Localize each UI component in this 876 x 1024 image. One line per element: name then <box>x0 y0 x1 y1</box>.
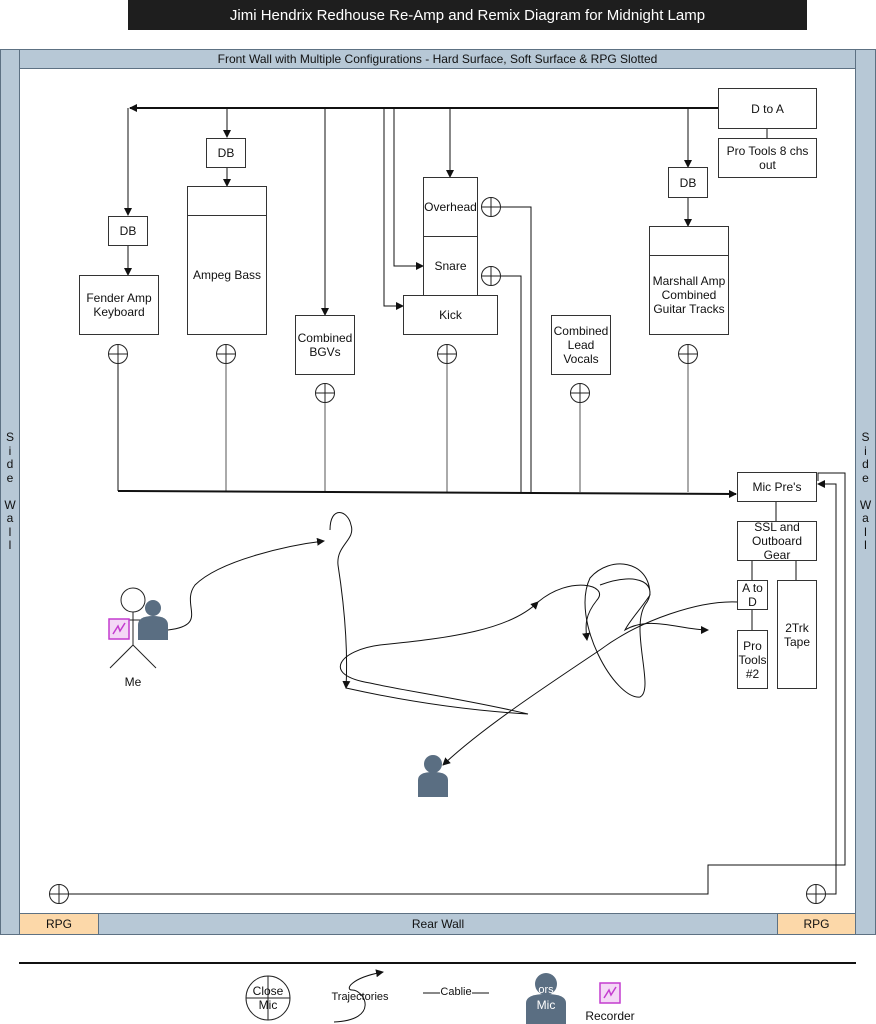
trajectory-path-2 <box>329 512 353 689</box>
close-mic-kick-icon <box>437 344 457 364</box>
mic-pres-box: Mic Pre's <box>737 472 817 502</box>
legend-recorder-icon <box>599 982 621 1004</box>
room-person-mic-icon <box>418 755 448 797</box>
ssl-outboard-box: SSL and Outboard Gear <box>737 520 817 562</box>
marshall-amp-box: Marshall Amp Combined Guitar Tracks <box>649 255 729 335</box>
legend-room-mic-label: Mic <box>536 998 556 1012</box>
db-bass-box: DB <box>206 138 246 168</box>
rear-left-cable <box>69 472 846 895</box>
side-wall-letter: l <box>864 538 867 553</box>
close-mic-bgvs-icon <box>315 383 335 403</box>
side-wall-letter: S <box>5 430 14 445</box>
close-mic-snare-icon <box>481 266 501 286</box>
snare-box: Snare <box>423 236 478 296</box>
line-to-kick <box>383 108 404 310</box>
trajectory-path-4 <box>537 584 600 641</box>
close-mic-fender-icon <box>108 344 128 364</box>
side-wall-letter: S <box>861 430 870 445</box>
side-wall-letter: i <box>864 443 867 458</box>
db-fender-box: DB <box>108 216 148 246</box>
side-wall-letter: W <box>4 497 16 512</box>
d-to-a-box: D to A <box>718 88 817 129</box>
pro-tools-out-box: Pro Tools 8 chs out <box>718 138 817 178</box>
trajectory-path-3 <box>339 601 539 715</box>
legend-cable-label: Cablie <box>440 986 472 998</box>
side-wall-letter: W <box>859 497 872 512</box>
trajectory-path-1 <box>167 537 325 631</box>
recorder-icon <box>108 618 130 640</box>
rear-right-cable <box>817 480 837 895</box>
close-mic-bass-icon <box>216 344 236 364</box>
person-mic-icon <box>138 600 168 640</box>
trajectory-path-5 <box>584 563 709 698</box>
legend-room-mic-overlay-label: ors <box>538 984 554 996</box>
legend-trajectories-label: Trajectories <box>331 991 389 1003</box>
legend-close-mic-icon <box>245 975 291 1021</box>
close-mic-overhead-icon <box>481 197 501 217</box>
me-label: Me <box>124 675 142 689</box>
front-wall: Front Wall with Multiple Configurations … <box>19 49 856 69</box>
side-wall-letter: l <box>8 538 12 553</box>
side-wall-letter: i <box>8 443 12 458</box>
two-track-tape-box: 2Trk Tape <box>777 580 817 689</box>
close-mic-vocals-icon <box>570 383 590 403</box>
side-wall-letter: a <box>6 511 14 526</box>
diagram-title: Jimi Hendrix Redhouse Re-Amp and Remix D… <box>128 0 807 30</box>
db-marshall-box: DB <box>668 167 708 198</box>
rpg-right: RPG <box>777 913 856 935</box>
ampeg-bass-box: Ampeg Bass <box>187 215 267 335</box>
mic-bus-line <box>117 489 737 498</box>
ampeg-top-box <box>187 186 267 216</box>
combined-bgvs-box: Combined BGVs <box>295 315 355 375</box>
side-wall-letter: e <box>862 470 869 485</box>
side-wall-letter: d <box>6 457 14 472</box>
trajectory-path-6 <box>442 601 739 766</box>
marshall-top-box <box>649 226 729 256</box>
combined-lead-vocals-box: Combined Lead Vocals <box>551 315 611 375</box>
side-wall-letter: d <box>862 457 869 472</box>
legend-close-mic-label: Close Mic <box>252 984 284 1012</box>
kick-box: Kick <box>403 295 498 335</box>
side-wall-letter: e <box>6 470 14 485</box>
legend-room-mic-icon <box>526 973 566 1024</box>
room-mic-rear-right-icon <box>806 884 826 904</box>
overhead-box: Overhead <box>423 177 478 237</box>
legend-trajectory-icon <box>333 969 384 1023</box>
close-mic-marshall-icon <box>678 344 698 364</box>
room-mic-rear-left-icon <box>49 884 69 904</box>
side-wall-letter: a <box>862 511 869 526</box>
a-to-d-box: A to D <box>737 580 768 610</box>
side-wall-letter: l <box>864 524 867 539</box>
pro-tools-2-box: Pro Tools #2 <box>737 630 768 689</box>
fender-amp-box: Fender Amp Keyboard <box>79 275 159 335</box>
side-wall-letter: l <box>8 524 12 539</box>
rear-wall: Rear Wall <box>98 913 778 935</box>
line-to-snare <box>393 108 424 270</box>
legend-recorder-label: Recorder <box>585 1009 635 1023</box>
